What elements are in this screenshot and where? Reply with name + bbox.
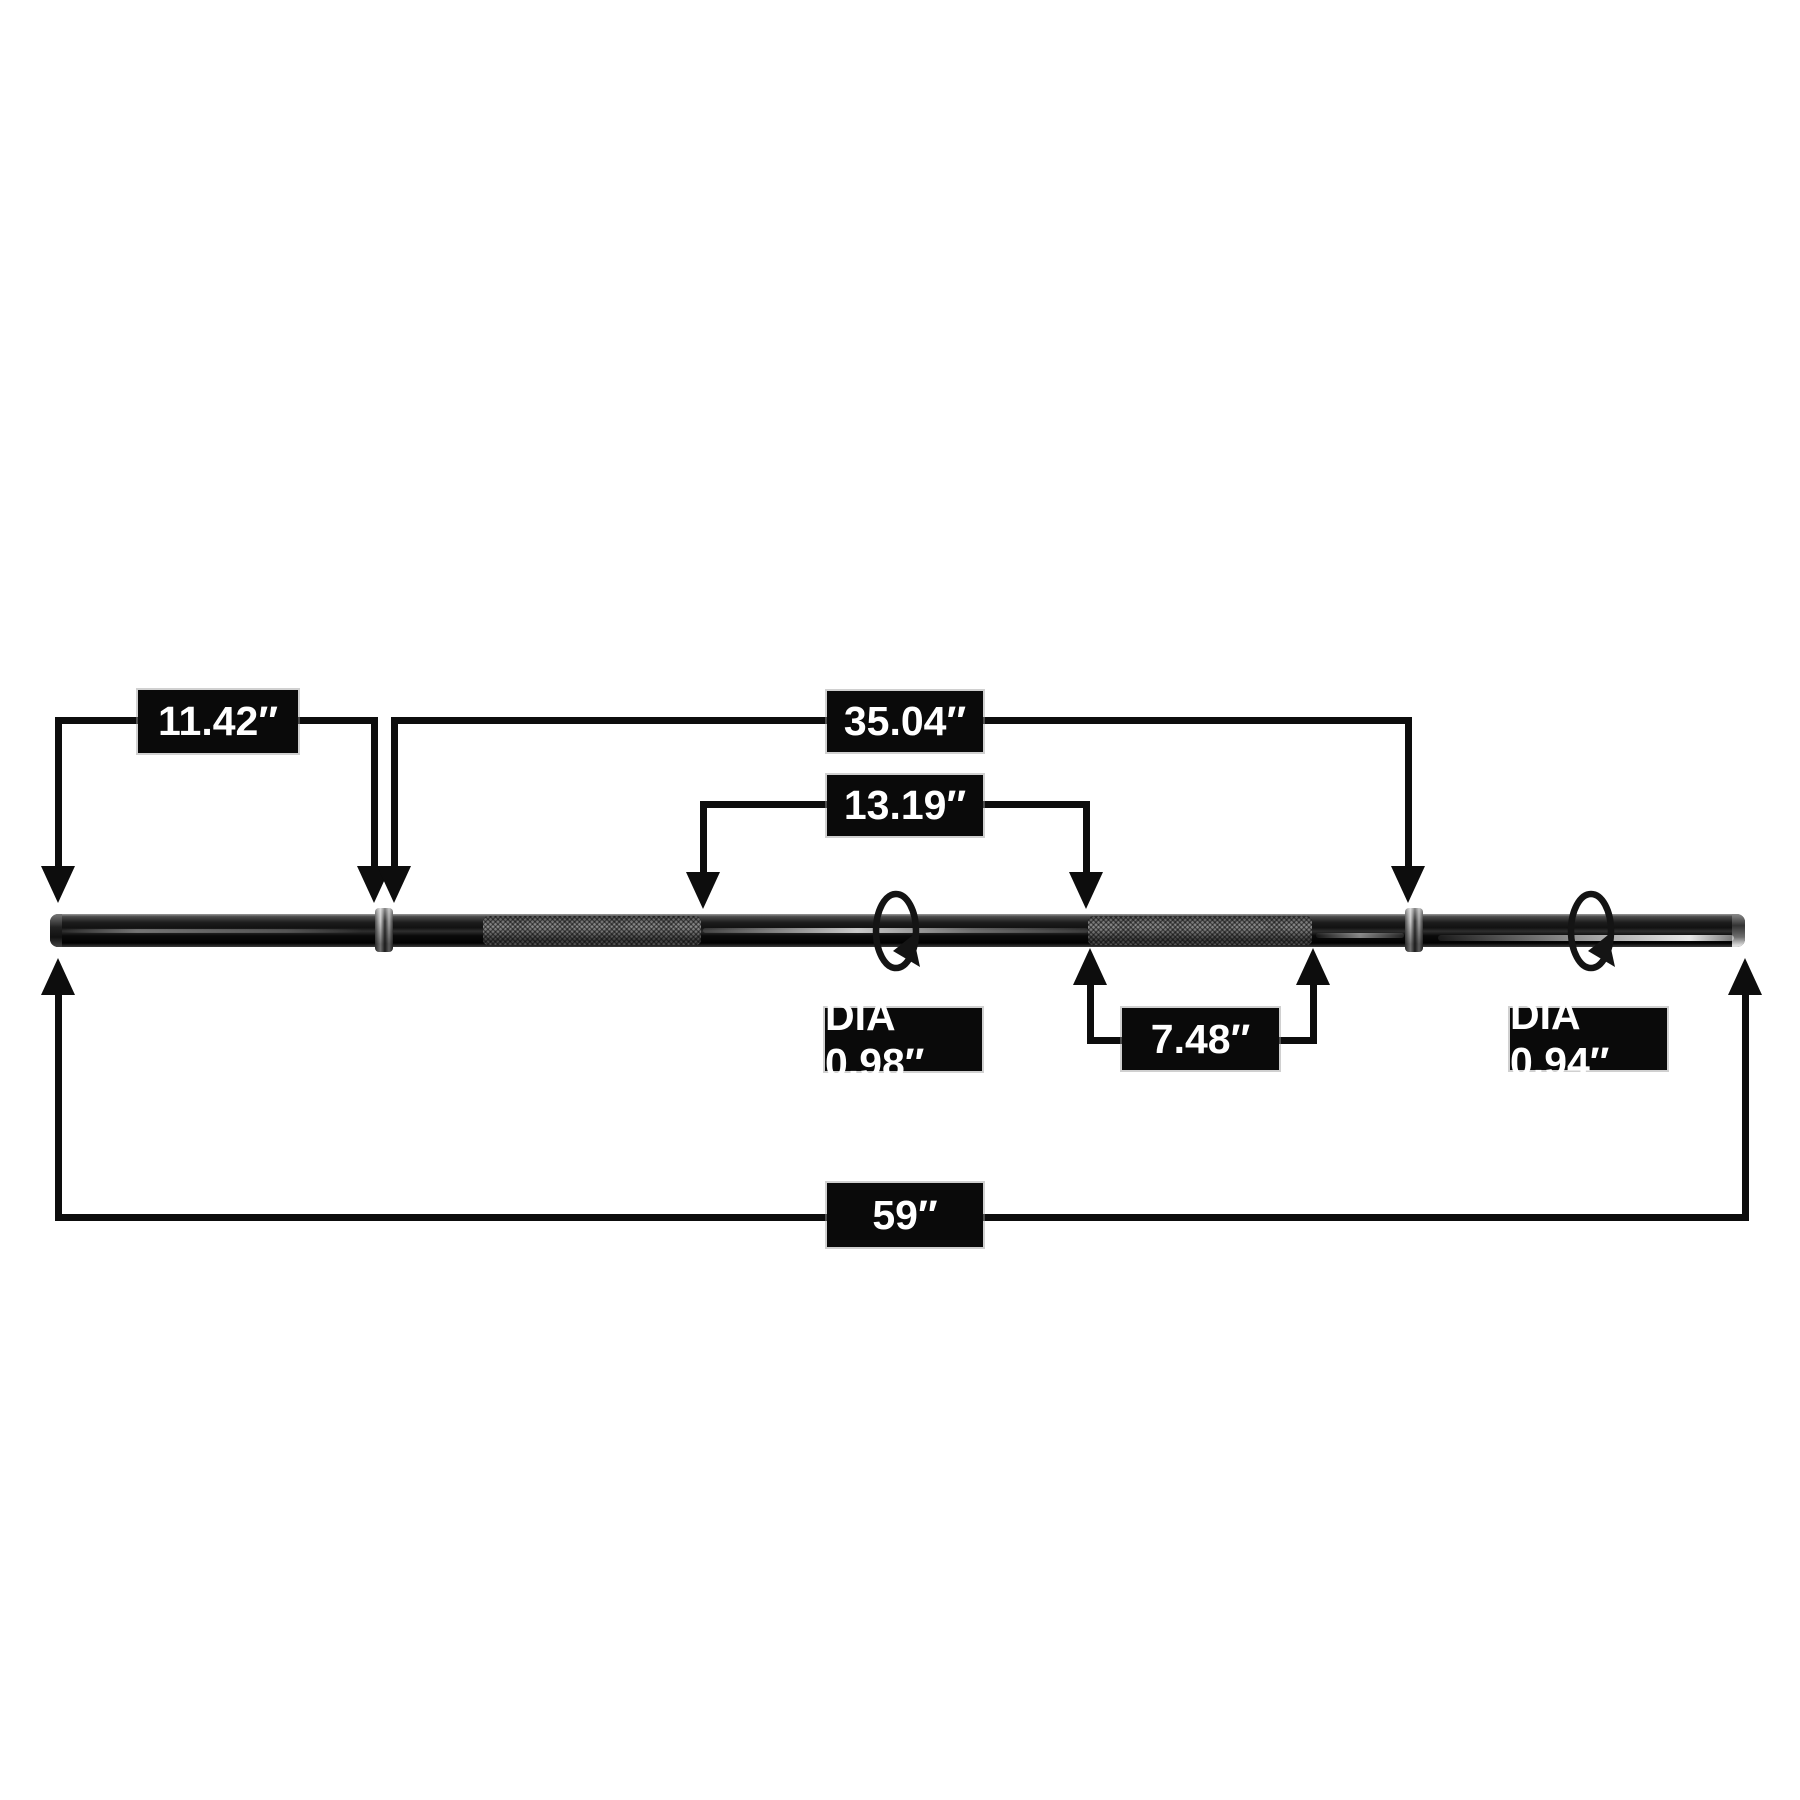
dim-extension-7-48-left bbox=[1087, 982, 1094, 1041]
arrow-down-icon bbox=[1069, 872, 1103, 909]
collar-ring-right bbox=[1405, 908, 1423, 952]
dim-extension-11-42-right bbox=[371, 717, 378, 870]
dim-extension-13-19-right bbox=[1083, 801, 1090, 877]
dim-extension-35-04-right bbox=[1405, 717, 1412, 870]
arrow-up-icon bbox=[41, 958, 75, 995]
arrow-down-icon bbox=[686, 872, 720, 909]
dim-extension-59-right bbox=[1742, 992, 1749, 1221]
knurl-section-center bbox=[1088, 916, 1312, 945]
shaft-highlight-left bbox=[62, 929, 362, 933]
dimension-label-7-48: 7.48″ bbox=[1122, 1008, 1279, 1070]
shaft-highlight-middle bbox=[703, 928, 1088, 933]
dim-extension-11-42-left bbox=[55, 717, 62, 870]
arrow-down-icon bbox=[377, 866, 411, 903]
dimension-label-35-04: 35.04″ bbox=[827, 691, 983, 752]
dimension-label-13-19: 13.19″ bbox=[827, 775, 983, 836]
sleeve-highlight-right bbox=[1438, 935, 1734, 941]
collar-ring-left bbox=[375, 908, 393, 952]
dim-extension-7-48-right bbox=[1310, 982, 1317, 1041]
dimension-label-59: 59″ bbox=[827, 1183, 983, 1247]
shaft-highlight-mid-right bbox=[1316, 933, 1404, 938]
rotation-arrow-icon-right bbox=[1567, 890, 1615, 972]
dimension-label-11-42: 11.42″ bbox=[138, 690, 298, 753]
dim-extension-35-04-left bbox=[391, 717, 398, 870]
dim-extension-13-19-left bbox=[700, 801, 707, 877]
dim-line-7-48-left bbox=[1087, 1037, 1127, 1044]
rotation-arrow-icon-left bbox=[872, 890, 920, 972]
dim-extension-59-left bbox=[55, 992, 62, 1221]
bar-left-end-cap bbox=[50, 914, 62, 947]
bar-right-end-cap bbox=[1732, 914, 1745, 947]
arrow-up-icon bbox=[1073, 948, 1107, 985]
knurl-section-left bbox=[483, 916, 701, 945]
dimension-label-dia-0-98: DIA 0.98″ bbox=[825, 993, 982, 1086]
arrow-up-icon bbox=[1728, 958, 1762, 995]
arrow-down-icon bbox=[41, 866, 75, 903]
arrow-down-icon bbox=[1391, 866, 1425, 903]
dimension-label-dia-0-94: DIA 0.94″ bbox=[1510, 992, 1667, 1085]
arrow-up-icon bbox=[1296, 948, 1330, 985]
dim-line-7-48-right bbox=[1274, 1037, 1317, 1044]
